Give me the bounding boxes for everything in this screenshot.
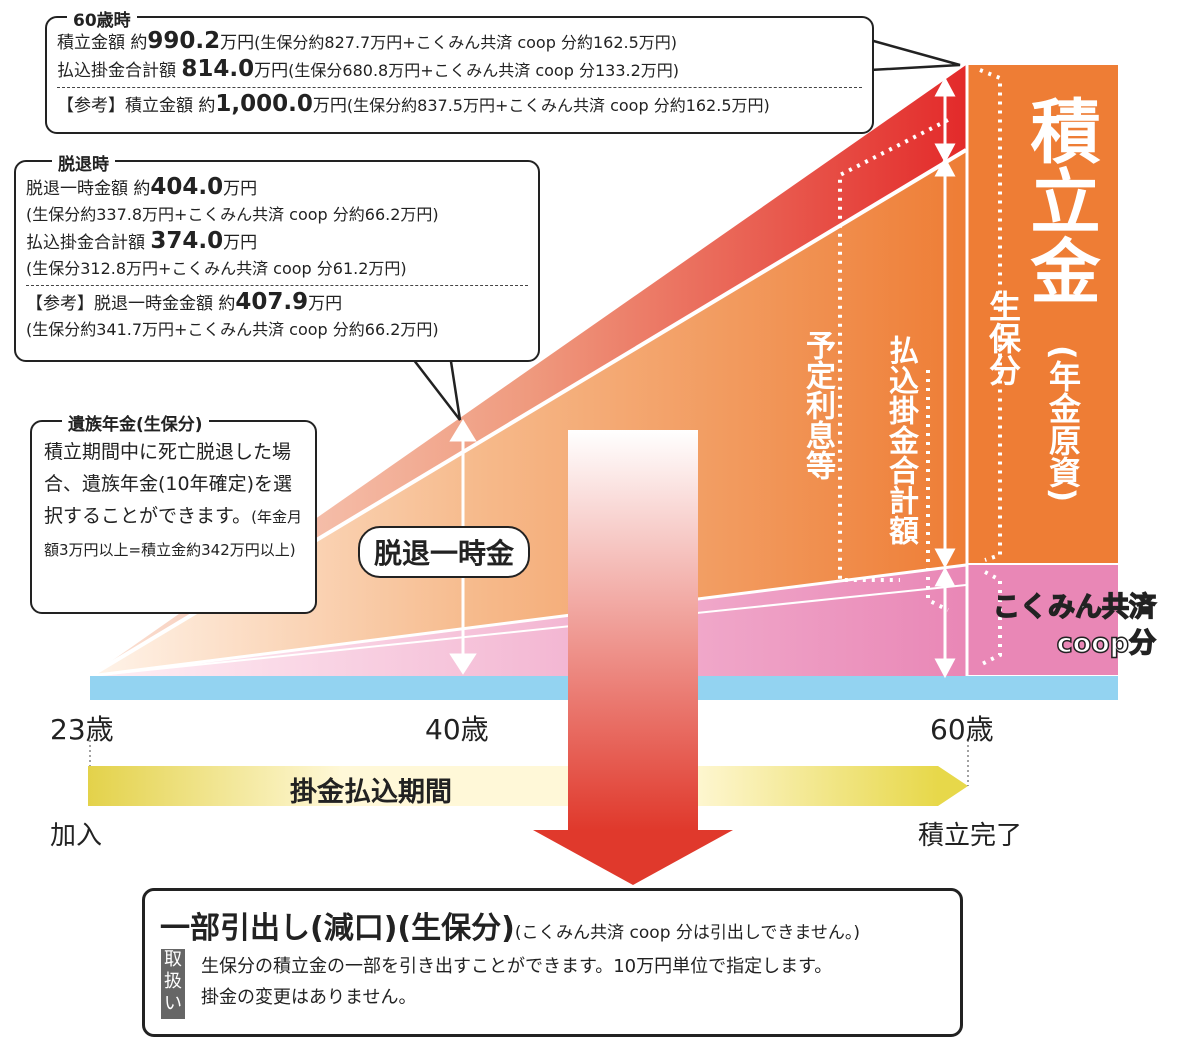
survivor-body: 積立期間中に死亡脱退した場合、遺族年金(10年確定)を選択することができます。 [44, 441, 293, 527]
interest-label: 予定利息等 [800, 330, 835, 480]
survivor-pension-callout: 遺族年金(生保分) 積立期間中に死亡脱退した場合、遺族年金(10年確定)を選択す… [30, 410, 317, 614]
period-bar [88, 766, 938, 806]
complete-label: 積立完了 [918, 821, 1023, 851]
survivor-title: 遺族年金(生保分) [62, 410, 209, 435]
lump-sum-label: 脱退一時金 [358, 526, 531, 578]
partial-line2: 掛金の変更はありません。 [201, 987, 417, 1008]
age60-line3: 【参考】積立金額 約1,000.0万円(生保分約837.5万円+こくみん共済 c… [57, 91, 770, 117]
handling-tag: 取扱い [161, 949, 185, 1019]
age60-title: 60歳時 [67, 6, 137, 31]
age60-callout: 60歳時 積立金額 約990.2万円(生保分約827.7万円+こくみん共済 co… [45, 6, 874, 134]
join-label: 加入 [50, 821, 103, 851]
partial-line1: 生保分の積立金の一部を引き出すことができます。10万円単位で指定します。 [201, 956, 833, 977]
partial-title: 一部引出し(減口)(生保分) [160, 911, 515, 946]
premium-total-label: 払込掛金合計額 [883, 335, 918, 545]
life-share-label: 生保分 [984, 290, 1022, 386]
age-60-label: 60歳 [930, 713, 994, 746]
age-23-label: 23歳 [50, 713, 114, 746]
withdrawal-callout: 脱退時 脱退一時金額 約404.0万円 (生保分約337.8万円+こくみん共済 … [14, 150, 540, 362]
reserve-label: 積立金 [1019, 95, 1101, 305]
reserve-sub-label: (年金原資) [1044, 345, 1082, 503]
partial-withdrawal-box: 一部引出し(減口)(生保分)(こくみん共済 coop 分は引出しできません。) … [142, 888, 963, 1037]
age60-line2: 払込掛金合計額 814.0万円(生保分680.8万円+こくみん共済 coop 分… [57, 56, 680, 82]
withdrawal-title: 脱退時 [52, 150, 115, 175]
age60-line1: 積立金額 約990.2万円(生保分約827.7万円+こくみん共済 coop 分約… [57, 28, 678, 54]
age-40-label: 40歳 [425, 713, 489, 746]
partial-note: (こくみん共済 coop 分は引出しできません。) [514, 923, 861, 943]
reserve-block [968, 65, 1118, 563]
payment-period-label: 掛金払込期間 [290, 777, 452, 808]
survivor-note: (年金月額3万円以上=積立金約342万円以上) [44, 508, 302, 559]
withdrawal-arrow [533, 430, 733, 885]
